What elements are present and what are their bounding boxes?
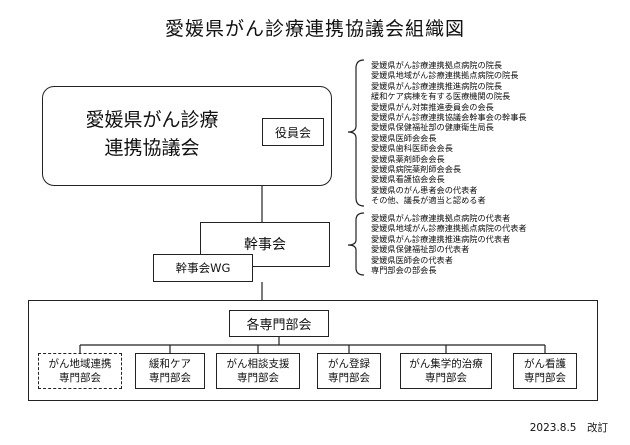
officers-member: 愛媛県医師会会長 [371, 132, 437, 143]
officers-member: 愛媛県がん対策推進委員会の会長 [371, 101, 494, 112]
officers-box: 役員会 [262, 118, 324, 146]
officers-member: 愛媛県保健福祉部の健康衛生局長 [371, 122, 494, 133]
council-name-line1: 愛媛県がん診療 [85, 109, 219, 131]
kanjikai-member: 愛媛県がん診療連携拠点病院の代表者 [371, 213, 511, 223]
committee-label: がん地域連携 [48, 358, 112, 370]
officers-member: 愛媛県がん診療連携協議会幹事会の幹事長 [371, 111, 527, 122]
committees-container [28, 300, 598, 401]
officers-member: 愛媛県薬剤師会会長 [371, 153, 445, 164]
page-title: 愛媛県がん診療連携協議会組織図 [164, 18, 465, 40]
kanjikai-box: 幹事会 [200, 222, 330, 267]
committee-consultation-support: がん相談支援 専門部会 [216, 353, 300, 389]
committee-label: がん集学的治療 [409, 358, 483, 370]
kanjikai-member: 愛媛県保健福祉部の代表者 [371, 244, 470, 255]
committee-label: 専門部会 [237, 372, 279, 384]
committee-cancer-registry: がん登録 専門部会 [317, 353, 381, 389]
committee-label: 緩和ケア [149, 358, 191, 370]
committee-label: がん登録 [328, 358, 370, 370]
kanjikai-member: 愛媛県がん診療連携推進病院の代表者 [371, 233, 511, 244]
committee-multidisciplinary-treatment: がん集学的治療 専門部会 [400, 353, 492, 389]
officers-member: 愛媛県看護協会会長 [371, 174, 445, 185]
committee-label: 専門部会 [149, 372, 191, 384]
officers-member: 愛媛県歯科医師会会長 [371, 143, 453, 154]
officers-member: 愛媛県病院薬剤師会会長 [371, 163, 462, 174]
council-name: 愛媛県がん診療 連携協議会 [54, 100, 250, 168]
kanjikai-member: 愛媛県地域がん診療連携拠点病院の代表者 [371, 223, 527, 234]
officers-member: 緩和ケア病棟を有する医療機関の院長 [371, 91, 511, 102]
committee-label: 専門部会 [524, 372, 566, 384]
kanjikai-wg-box: 幹事会WG [153, 254, 253, 282]
kakubu-box: 各専門部会 [229, 310, 329, 337]
revision-date: 2023.8.5 改訂 [529, 422, 608, 434]
kanjikai-member-list: 愛媛県がん診療連携拠点病院の代表者 愛媛県地域がん診療連携拠点病院の代表者 愛媛… [371, 213, 527, 275]
committee-label: 専門部会 [59, 372, 101, 384]
committee-label: 専門部会 [425, 372, 467, 384]
committee-oncology-nursing: がん看護 専門部会 [513, 353, 577, 389]
committee-label: がん相談支援 [226, 358, 290, 370]
officers-member: 愛媛県地域がん診療連携拠点病院の院長 [371, 70, 519, 81]
officers-brace [347, 59, 365, 207]
officers-member: 愛媛県がん診療連携拠点病院の院長 [371, 60, 503, 70]
council-name-line2: 連携協議会 [104, 137, 200, 159]
officers-member-list: 愛媛県がん診療連携拠点病院の院長 愛媛県地域がん診療連携拠点病院の院長 愛媛県が… [371, 60, 527, 205]
officers-member: 愛媛県がん診療連携推進病院の院長 [371, 80, 503, 91]
committee-label: がん看護 [524, 358, 566, 370]
committee-regional-liaison: がん地域連携 専門部会 [38, 353, 122, 389]
committee-palliative-care: 緩和ケア 専門部会 [135, 353, 205, 389]
officers-member: 愛媛県のがん患者会の代表者 [371, 184, 478, 195]
officers-member: その他、議長が適当と認める者 [371, 195, 486, 206]
committee-label: 専門部会 [328, 372, 370, 384]
kanjikai-brace [347, 212, 365, 276]
kanjikai-member: 愛媛県医師会の代表者 [371, 254, 453, 265]
kanjikai-member: 専門部会の部会長 [371, 264, 437, 275]
